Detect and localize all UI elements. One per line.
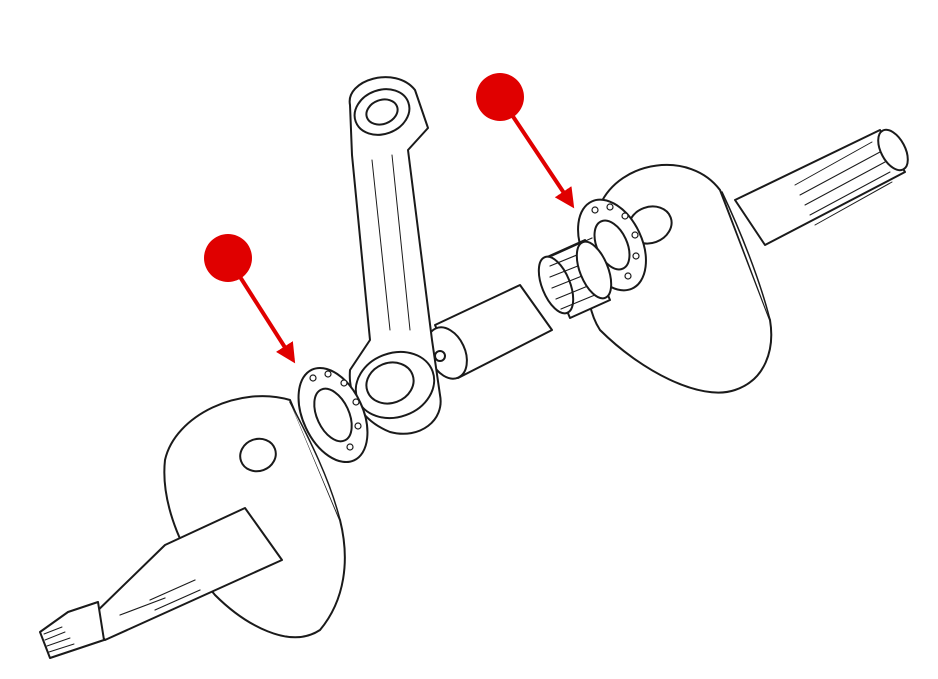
left-taper-shaft	[87, 507, 283, 641]
connecting-rod	[348, 76, 442, 435]
needle-roller-bearing	[537, 237, 613, 319]
right-splined-shaft	[734, 128, 909, 246]
marker-left	[204, 234, 296, 364]
crank-pin	[426, 284, 553, 380]
left-threaded-tip	[39, 601, 105, 659]
left-thrust-washer	[297, 366, 369, 464]
marker-right	[476, 73, 575, 209]
